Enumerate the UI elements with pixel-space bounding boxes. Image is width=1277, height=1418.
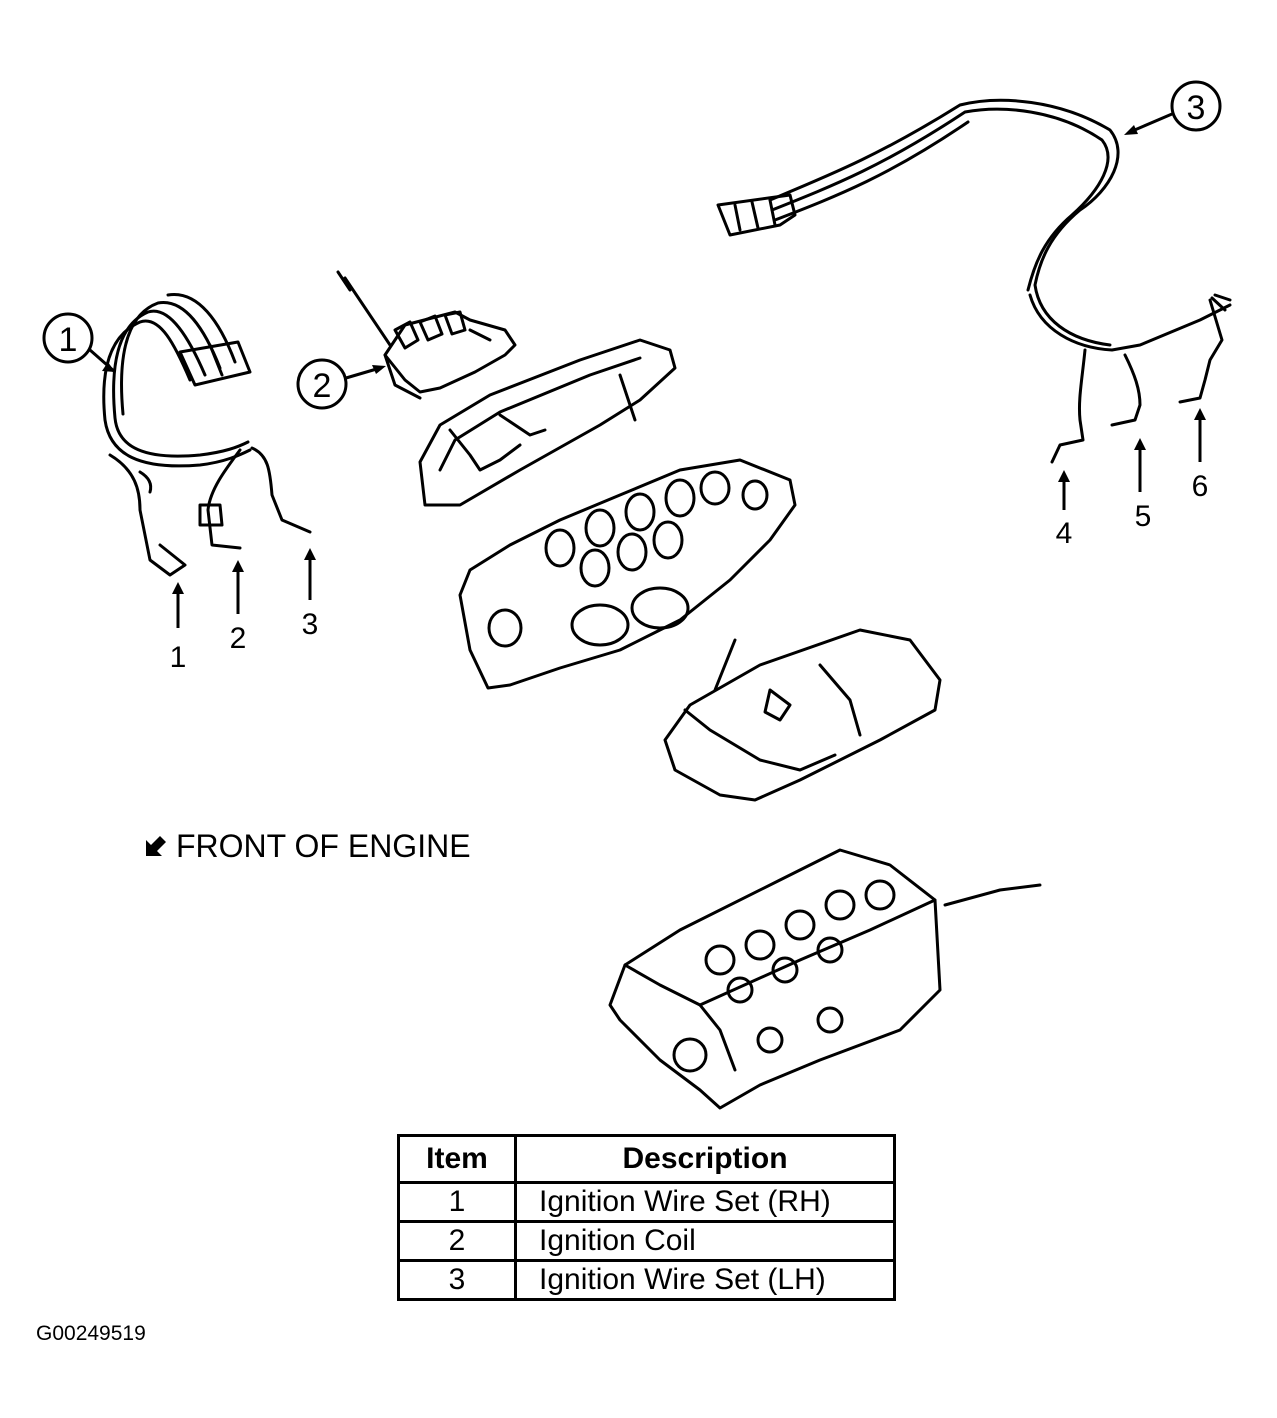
callout-2-number: 2 (313, 367, 332, 405)
cylinder-4-arrow (1058, 470, 1070, 510)
legend-item-description: Ignition Wire Set (LH) (514, 1259, 896, 1301)
ignition-wire-set-rh (102, 293, 312, 577)
legend-item-number: 2 (397, 1220, 517, 1262)
cylinder-6-arrow (1194, 408, 1206, 462)
legend-header-item: Item (397, 1134, 517, 1184)
table-row: 1 Ignition Wire Set (RH) (397, 1181, 896, 1223)
legend-table: Item Description 1 Ignition Wire Set (RH… (397, 1134, 896, 1301)
callout-1 (42, 312, 116, 374)
cylinder-1-label: 1 (170, 641, 187, 674)
figure-id: G00249519 (36, 1322, 146, 1345)
table-row: 3 Ignition Wire Set (LH) (397, 1259, 896, 1301)
cylinder-6-label: 6 (1192, 470, 1209, 503)
ignition-coil (336, 270, 517, 400)
cylinder-4-label: 4 (1056, 517, 1073, 550)
valve-cover-lower (663, 628, 942, 802)
front-direction-arrow-icon (146, 836, 166, 856)
front-of-engine-text: FRONT OF ENGINE (176, 828, 471, 864)
cylinder-5-label: 5 (1135, 500, 1152, 533)
callout-3-number: 3 (1187, 89, 1206, 127)
legend-item-description: Ignition Coil (514, 1220, 896, 1262)
cylinder-3-arrow (304, 548, 316, 600)
legend-item-number: 3 (397, 1259, 517, 1301)
cylinder-2-label: 2 (230, 622, 247, 655)
cylinder-5-arrow (1134, 438, 1146, 492)
callout-2 (296, 358, 386, 410)
ignition-wire-set-lh (716, 98, 1232, 464)
legend-item-number: 1 (397, 1181, 517, 1223)
legend-header-description: Description (514, 1134, 896, 1184)
callout-3 (1124, 80, 1222, 135)
cylinder-head (608, 848, 1042, 1110)
cylinder-2-arrow (232, 560, 244, 614)
callout-1-number: 1 (59, 321, 78, 359)
valve-cover-upper (418, 338, 677, 507)
legend-header-row: Item Description (397, 1134, 896, 1184)
legend-item-description: Ignition Wire Set (RH) (514, 1181, 896, 1223)
table-row: 2 Ignition Coil (397, 1220, 896, 1262)
cylinder-1-arrow (172, 582, 184, 628)
front-of-engine-label: FRONT OF ENGINE (144, 826, 471, 866)
cylinder-3-label: 3 (302, 608, 319, 641)
cylinder-head-gasket (458, 458, 797, 690)
